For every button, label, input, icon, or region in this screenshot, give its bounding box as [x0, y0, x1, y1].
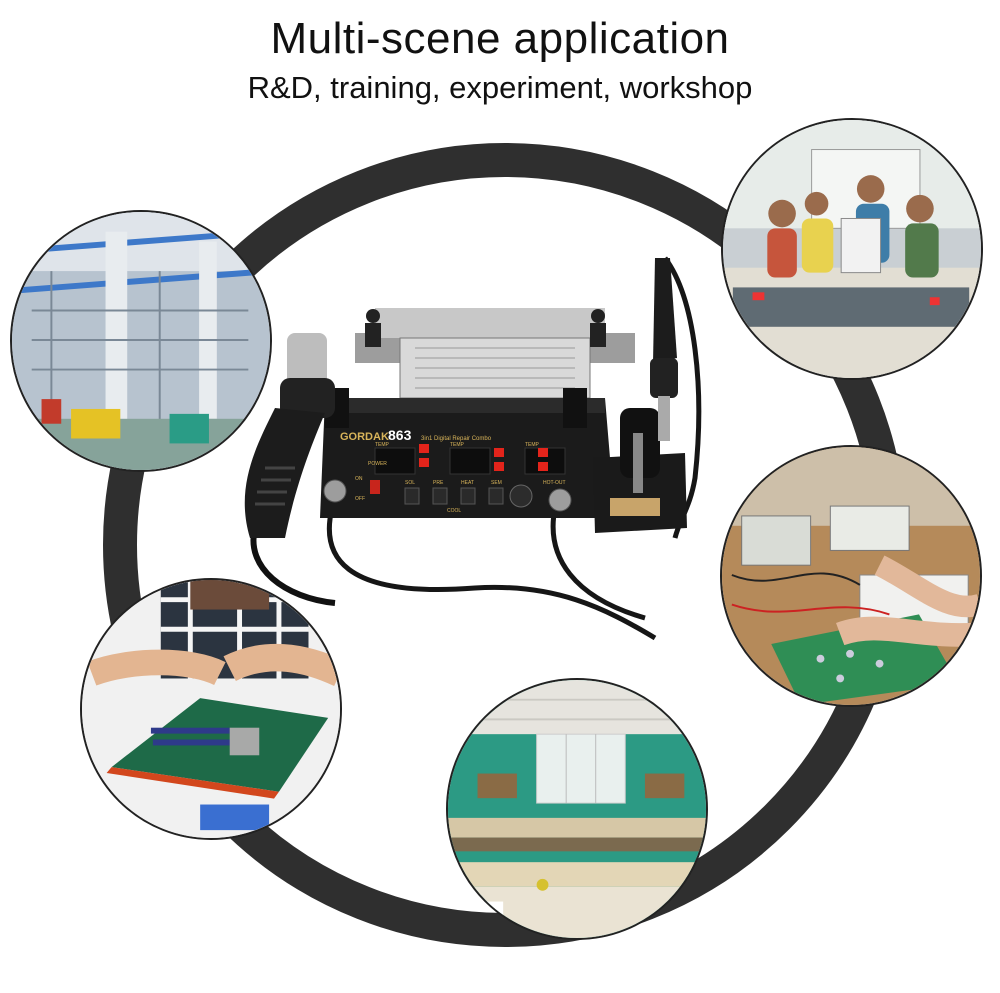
temp-adjust-buttons[interactable]: [419, 444, 548, 471]
scene-classroom-students-image: [721, 118, 983, 380]
panel-label-temp-1: TEMP: [375, 442, 390, 448]
panel-label-temp-3: TEMP: [525, 442, 540, 448]
airflow-knob[interactable]: [509, 484, 533, 508]
page-title: Multi-scene application: [270, 14, 730, 63]
soldering-iron: [650, 258, 678, 441]
panel-label-heat: HEAT: [461, 480, 474, 486]
panel-label-power: POWER: [368, 461, 387, 467]
panel-label-off: OFF: [355, 496, 365, 502]
hot-air-gun: [244, 333, 335, 538]
soldering-iron-stand: [593, 408, 687, 533]
hot-air-cable: [250, 527, 336, 606]
panel-label-temp-2: TEMP: [450, 442, 465, 448]
panel-label-on: ON: [355, 476, 363, 482]
panel-label-sol: SOL: [405, 480, 415, 486]
product-tagline: 3in1 Digital Repair Combo: [421, 436, 492, 442]
panel-label-sem: SEM: [491, 480, 502, 486]
temperature-displays: [374, 447, 566, 475]
panel-label-cool: COOL: [447, 508, 461, 514]
rework-station-product: GORDAK 863 3in1 Digital Repair Combo TEM…: [244, 256, 702, 641]
iron-connector: [548, 488, 572, 512]
brand-label: GORDAK: [340, 431, 389, 443]
scene-motherboard-repair-image: [80, 578, 342, 840]
preheater-frame: [355, 308, 635, 399]
page-subtitle: R&D, training, experiment, workshop: [247, 70, 753, 105]
scene-lab-breadboard-image: [720, 445, 982, 707]
panel-label-pre: PRE: [433, 480, 444, 486]
model-label: 863: [388, 427, 412, 443]
power-cable: [326, 497, 657, 641]
hot-air-connector: [323, 479, 347, 503]
scene-science-classroom-image: [446, 678, 708, 940]
power-switch[interactable]: [370, 480, 380, 494]
iron-cable: [550, 507, 646, 621]
panel-label-hot-out: HOT-OUT: [543, 480, 566, 486]
mode-switches[interactable]: [404, 487, 504, 505]
